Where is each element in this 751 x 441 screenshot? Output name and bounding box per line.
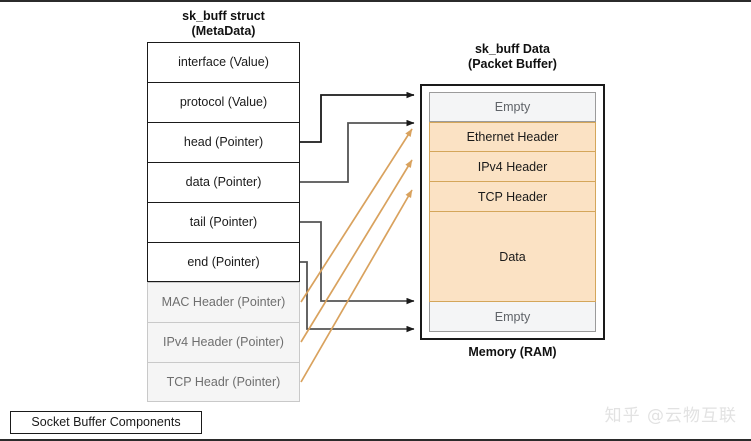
- struct-field-row: IPv4 Header (Pointer): [147, 322, 300, 362]
- wire-tcp-header-to-tcp: [300, 189, 413, 383]
- struct-field-row: interface (Value): [147, 42, 300, 82]
- diagram-caption: Socket Buffer Components: [10, 411, 202, 434]
- memory-ram-label: Memory (RAM): [468, 345, 557, 359]
- buffer-segment-row: Ethernet Header: [429, 122, 596, 152]
- wire-mac-header-to-ethernet: [300, 128, 413, 303]
- wire-end-to-buffer-bottom: [300, 261, 415, 333]
- wire-data-to-ethernet-header: [300, 119, 415, 183]
- struct-field-row: data (Pointer): [147, 162, 300, 202]
- struct-field-row: tail (Pointer): [147, 202, 300, 242]
- sk-buff-struct-table: interface (Value)protocol (Value)head (P…: [147, 42, 300, 402]
- buffer-segment-row: Data: [429, 212, 596, 302]
- buffer-segment-row: Empty: [429, 302, 596, 332]
- wire-ipv4-header-to-ipv4: [300, 159, 413, 343]
- struct-field-row: protocol (Value): [147, 82, 300, 122]
- memory-panel-title: sk_buff Data (Packet Buffer): [468, 42, 557, 71]
- wire-tail-to-data-end: [300, 221, 415, 305]
- struct-field-row: end (Pointer): [147, 242, 300, 282]
- buffer-segment-row: IPv4 Header: [429, 152, 596, 182]
- watermark: 知乎 @云物互联: [604, 406, 737, 426]
- buffer-segment-row: TCP Header: [429, 182, 596, 212]
- struct-field-row: MAC Header (Pointer): [147, 282, 300, 322]
- buffer-segment-row: Empty: [429, 92, 596, 122]
- wire-head-to-buffer-top: [300, 91, 415, 143]
- struct-panel-title: sk_buff struct (MetaData): [182, 9, 265, 38]
- struct-field-row: head (Pointer): [147, 122, 300, 162]
- struct-field-row: TCP Headr (Pointer): [147, 362, 300, 402]
